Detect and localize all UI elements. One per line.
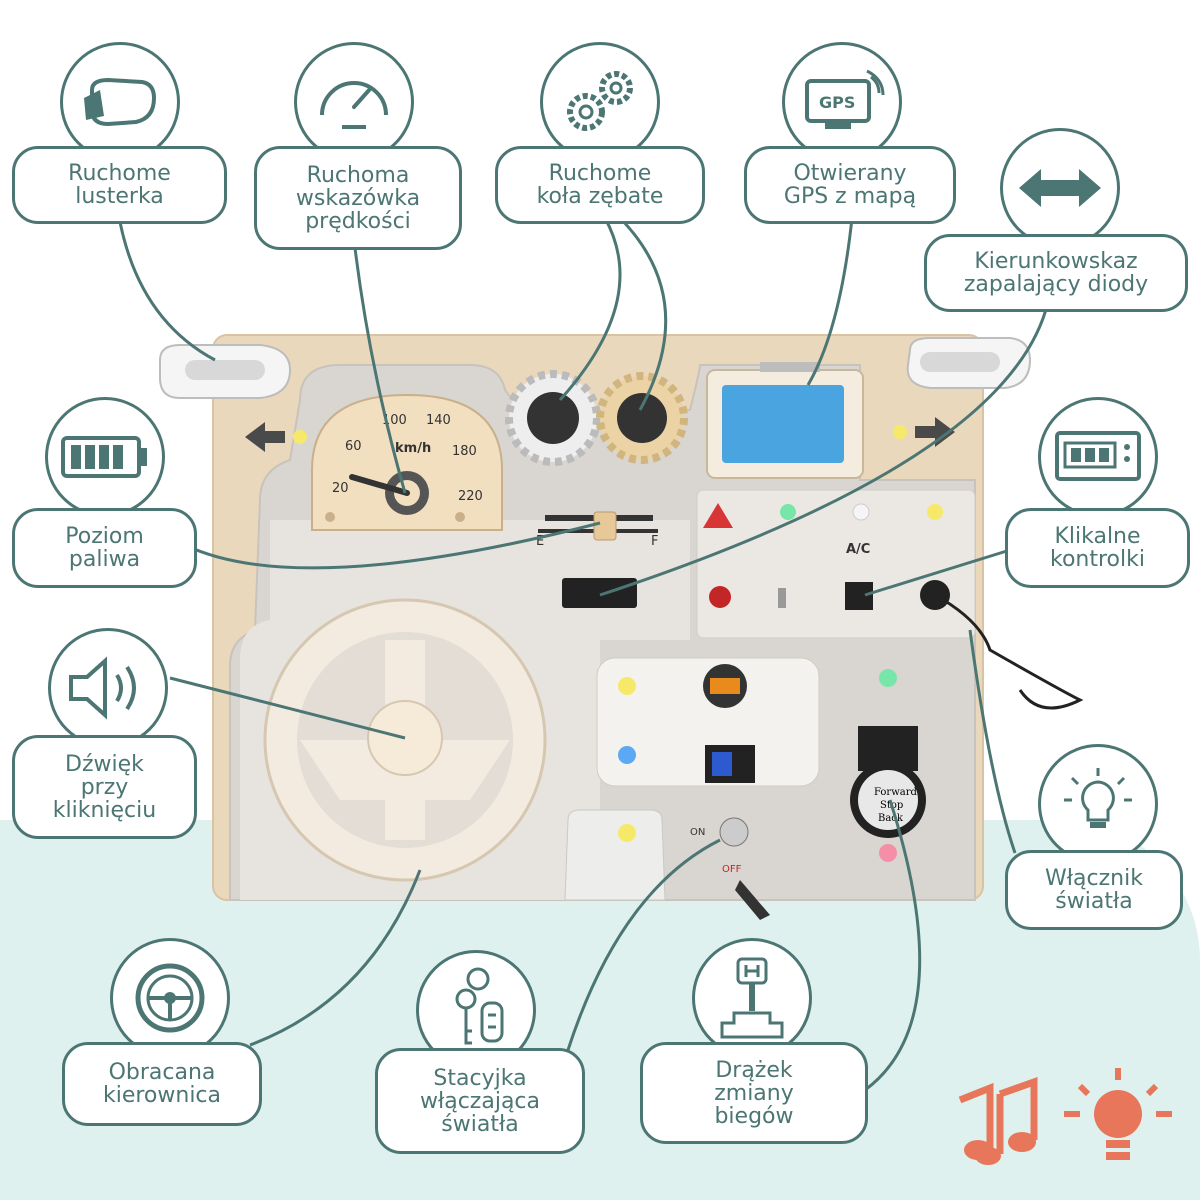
fuel-empty-label: E — [536, 534, 544, 549]
led-yellow-seat — [618, 824, 636, 842]
speed-tick-180: 180 — [452, 444, 477, 459]
icon-circle-controls — [1038, 397, 1158, 517]
fuel-slider-knob[interactable] — [593, 511, 617, 541]
steering-wheel-icon — [135, 963, 205, 1033]
label-ignition: Stacyjka włączająca światła — [375, 1048, 585, 1154]
shifter-label-back: Back — [878, 813, 904, 824]
square-button[interactable] — [845, 582, 873, 610]
speed-unit: km/h — [395, 441, 431, 456]
label-controls: Klikalne kontrolki — [1005, 508, 1190, 588]
fuel-full-label: F — [651, 534, 658, 549]
right-arrow-icon — [915, 417, 955, 447]
speed-tick-60: 60 — [345, 439, 362, 454]
speed-tick-220: 220 — [458, 489, 483, 504]
gear-shifter-icon — [720, 957, 784, 1039]
led-white-top — [852, 503, 870, 521]
light-bulb-icon — [1064, 768, 1132, 828]
side-mirror-icon — [84, 77, 157, 127]
car-keys-icon — [455, 967, 504, 1045]
speedometer-icon — [320, 81, 388, 129]
label-gears: Ruchome koła zębate — [495, 146, 705, 224]
double-arrow-icon — [1019, 169, 1101, 207]
icon-circle-sound — [48, 628, 168, 748]
light-bulb-badge-icon — [1064, 1068, 1172, 1160]
gear-wheel-left[interactable] — [505, 370, 601, 466]
gps-screen-icon: GPS — [805, 69, 885, 129]
label-wheel: Obracana kierownica — [62, 1042, 262, 1126]
connector-lines — [118, 216, 1050, 1092]
icon-circle-indicator — [1000, 128, 1120, 248]
icon-circle-wheel — [110, 938, 230, 1058]
music-notes-icon — [958, 1077, 1038, 1165]
label-indicator: Kierunkowskaz zapalający diody — [924, 234, 1188, 312]
speaker-icon — [69, 656, 136, 720]
toggle-switch[interactable] — [778, 588, 786, 608]
icon-circle-fuel — [45, 397, 165, 517]
red-button[interactable] — [709, 586, 731, 608]
label-light: Włącznik światła — [1005, 850, 1183, 930]
icon-circle-light — [1038, 744, 1158, 864]
icon-circle-speed — [294, 42, 414, 162]
steering-wheel[interactable] — [263, 598, 547, 882]
left-arrow-icon — [245, 422, 285, 452]
icon-circle-mirrors — [60, 42, 180, 162]
led-green-right — [879, 669, 897, 687]
hazard-icon[interactable] — [703, 503, 733, 528]
label-sound: Dźwięk przy kliknięciu — [12, 735, 197, 839]
ac-label: A/C — [846, 542, 870, 557]
led-yellow-middle — [618, 677, 636, 695]
speed-tick-20: 20 — [332, 481, 349, 496]
led-blue-middle — [618, 746, 636, 764]
label-shifter: Drążek zmiany biegów — [640, 1042, 868, 1144]
led-yellow-top — [927, 504, 943, 520]
control-panel-icon — [1055, 431, 1141, 481]
label-mirrors: Ruchome lusterka — [12, 146, 227, 224]
icon-circle-gears — [540, 42, 660, 162]
gps-device[interactable] — [706, 362, 864, 479]
label-fuel: Poziom paliwa — [12, 508, 197, 588]
busy-board: 20 60 100 140 180 220 km/h — [159, 334, 1084, 920]
gear-shifter[interactable]: Forward Stop Back — [850, 726, 926, 838]
speed-needle[interactable] — [349, 474, 410, 496]
ignition-switch[interactable]: ON OFF — [690, 817, 770, 920]
shifter-label-forward: Forward — [874, 787, 917, 798]
fuel-gauge[interactable]: E F — [536, 508, 658, 549]
gears-icon — [567, 71, 633, 131]
side-mirror-right[interactable] — [906, 337, 1032, 389]
led-left-indicator — [293, 430, 307, 444]
battery-icon — [61, 436, 147, 478]
label-gps: Otwierany GPS z mapą — [744, 146, 956, 224]
ignition-on-label: ON — [690, 827, 705, 838]
indicator-switch[interactable] — [562, 578, 637, 608]
speedometer[interactable]: 20 60 100 140 180 220 km/h — [311, 393, 503, 531]
led-right-indicator — [893, 425, 907, 439]
speed-tick-140: 140 — [426, 413, 451, 428]
side-mirror-left[interactable] — [159, 344, 292, 399]
icon-circle-gps: GPS — [782, 42, 902, 162]
ignition-off-label: OFF — [722, 864, 742, 875]
led-green-top — [780, 504, 796, 520]
gps-icon-text: GPS — [819, 93, 855, 112]
label-speed: Ruchoma wskazówka prędkości — [254, 146, 462, 250]
gear-wheel-right[interactable] — [596, 372, 688, 464]
led-pink-right — [879, 844, 897, 862]
icon-circle-shifter — [692, 938, 812, 1058]
